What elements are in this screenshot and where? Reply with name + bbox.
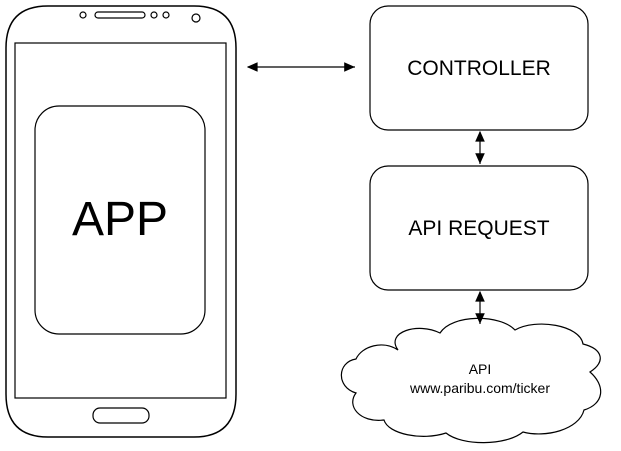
api-request-box — [369, 165, 589, 291]
controller-label: CONTROLLER — [407, 56, 551, 80]
api-cloud-title: API — [468, 361, 492, 377]
front-camera-icon — [191, 13, 201, 23]
sensor-icon — [162, 11, 170, 19]
home-button — [92, 407, 150, 424]
camera-icon — [79, 11, 87, 19]
app-box — [34, 105, 206, 335]
api-cloud-shape — [340, 317, 602, 444]
controller-box — [369, 5, 589, 131]
api-cloud-url: www.paribu.com/ticker — [409, 380, 551, 396]
speaker-icon — [94, 11, 146, 19]
api-request-label: API REQUEST — [408, 216, 550, 240]
sensor-icon — [150, 11, 158, 19]
smartphone-frame — [5, 5, 237, 438]
app-label: APP — [71, 193, 169, 246]
